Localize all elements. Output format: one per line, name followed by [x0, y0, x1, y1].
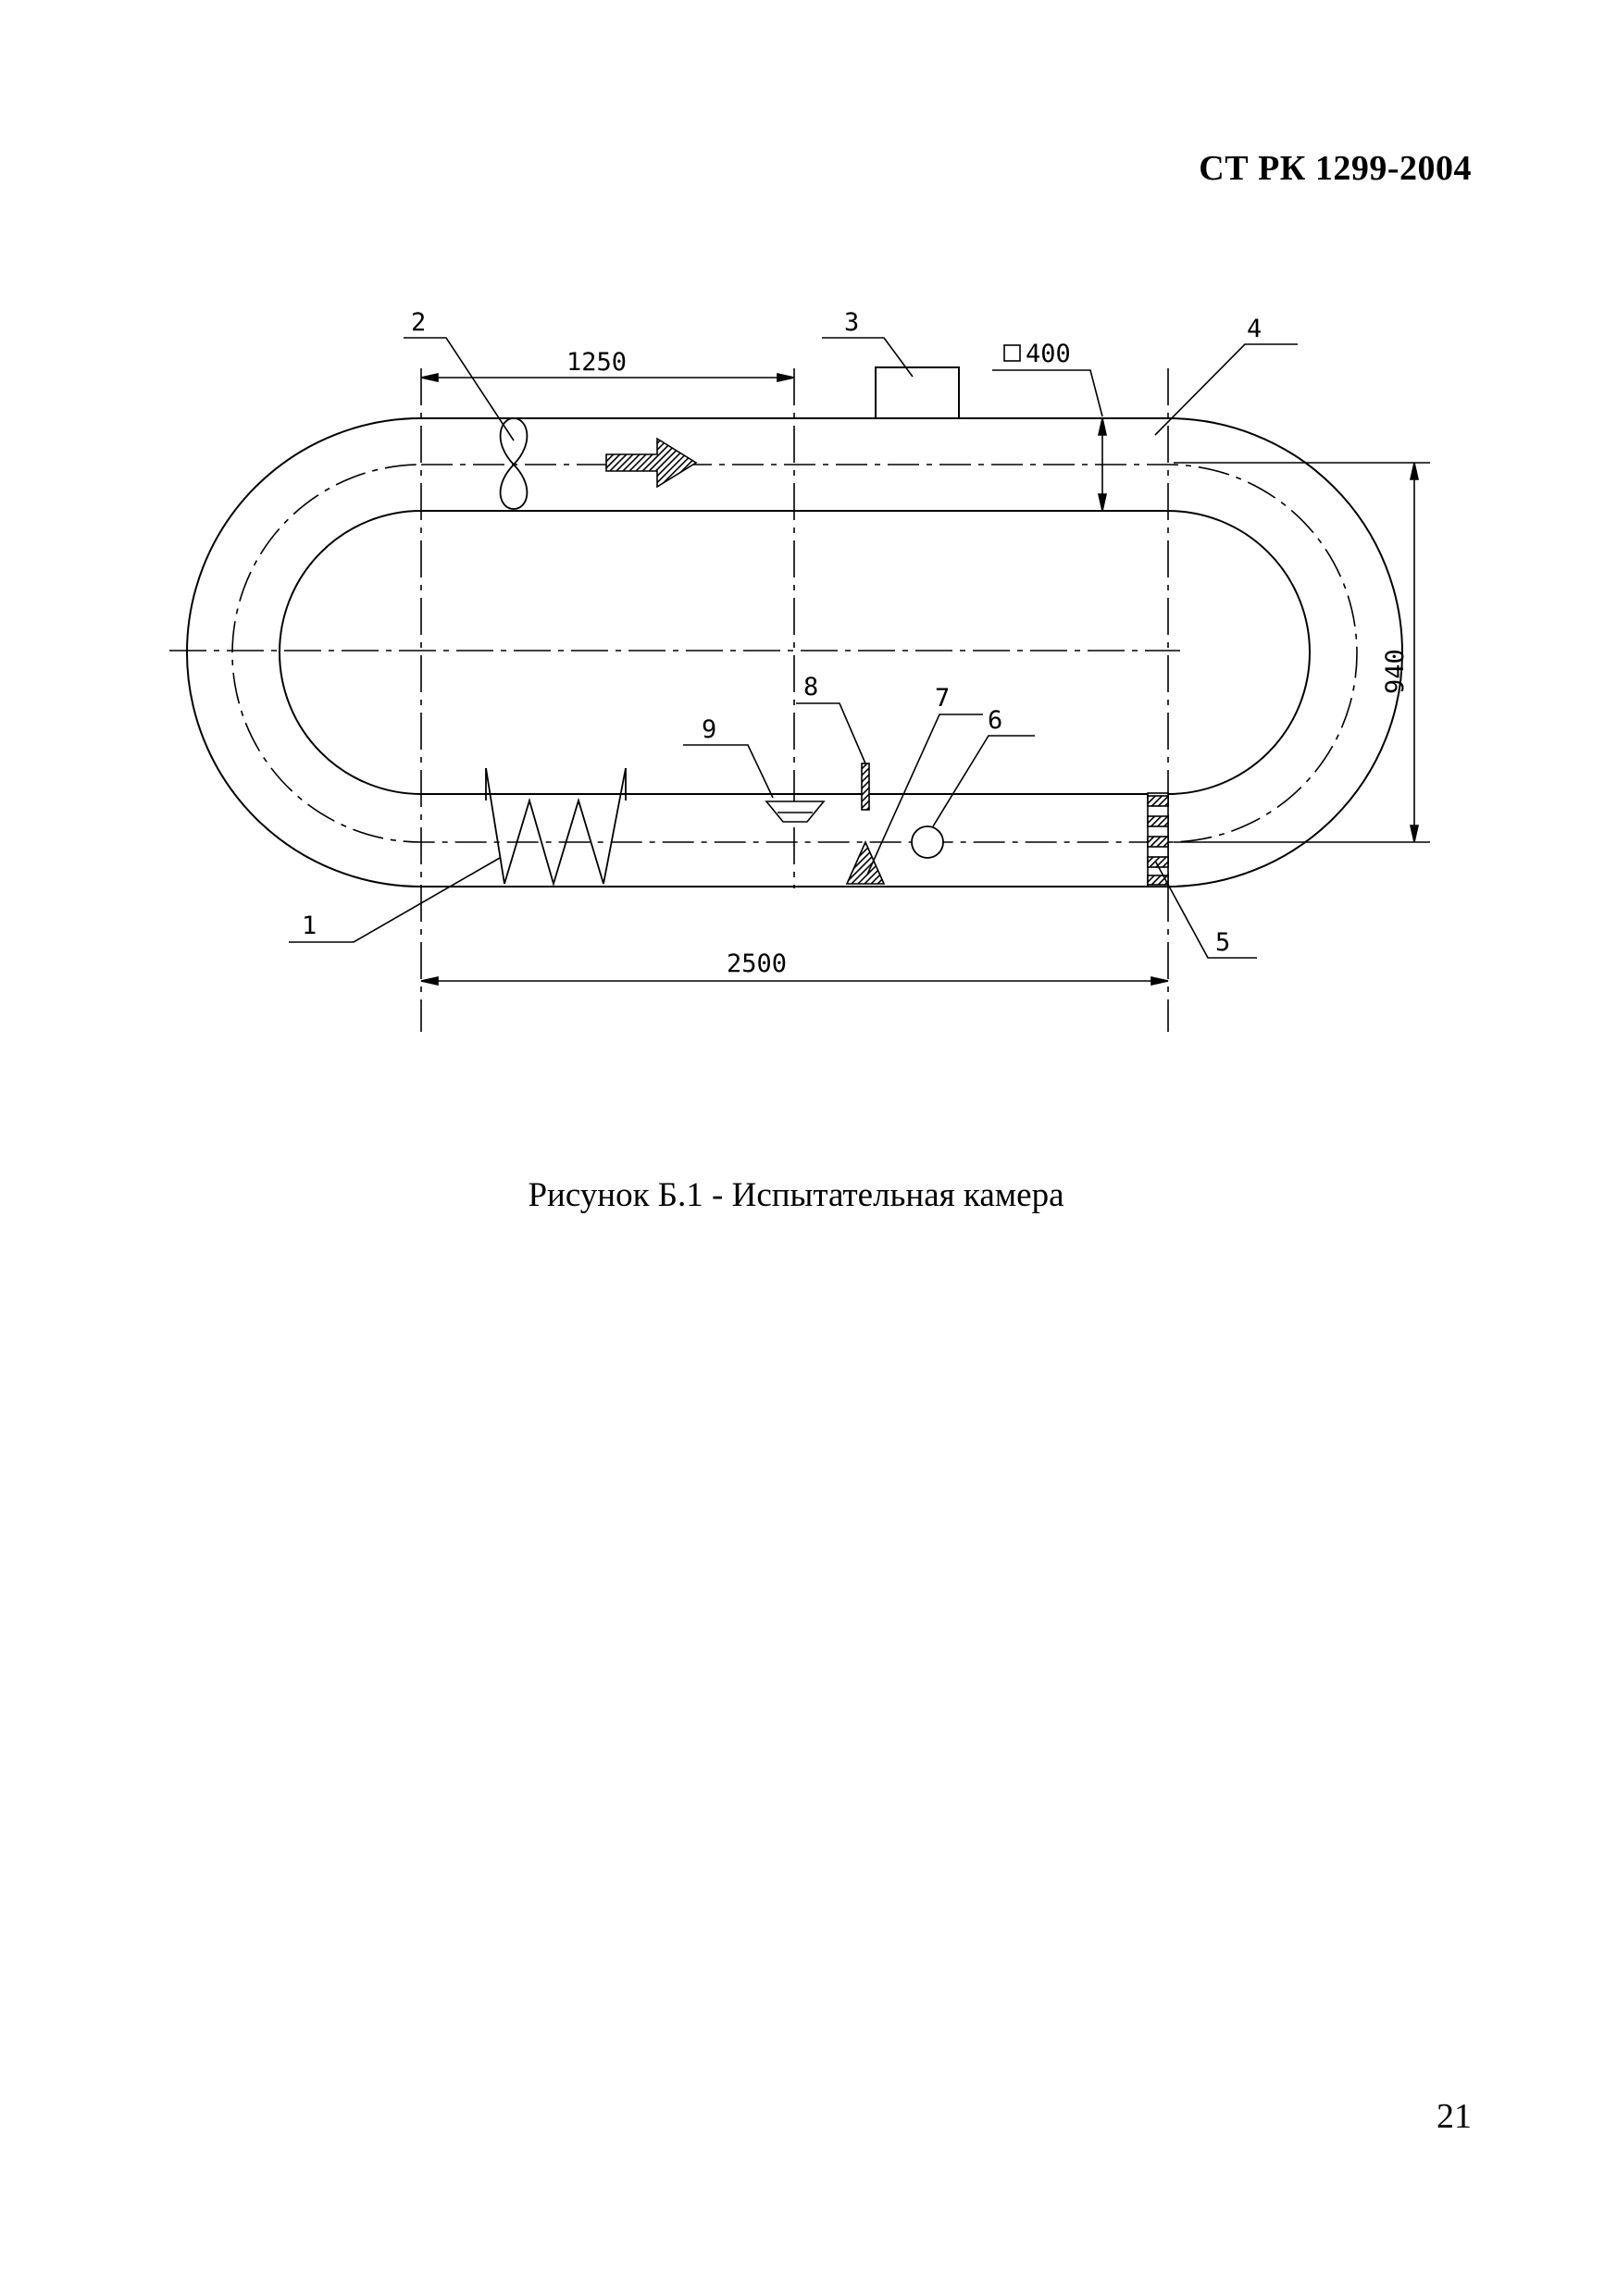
- label-4: 4: [1247, 315, 1262, 343]
- figure-caption: Рисунок Б.1 - Испытательная камера: [528, 1176, 1064, 1214]
- flow-direction-arrow-icon: [605, 437, 698, 489]
- component-6-circle: [911, 825, 944, 859]
- component-3-box: [875, 366, 960, 419]
- dimension-1250: 1250: [566, 348, 627, 377]
- dimension-400: 400: [1026, 340, 1071, 368]
- label-8: 8: [803, 673, 818, 701]
- label-2: 2: [411, 308, 426, 337]
- heater-coil-icon: [485, 767, 627, 887]
- dimension-940: 940: [1381, 649, 1410, 694]
- document-code: СТ РК 1299-2004: [1199, 149, 1472, 188]
- label-9: 9: [702, 715, 716, 744]
- component-8-bar: [861, 763, 870, 811]
- label-6: 6: [988, 706, 1002, 735]
- component-9-trapezoid: [765, 800, 826, 823]
- label-5: 5: [1215, 928, 1230, 957]
- label-1: 1: [302, 912, 317, 940]
- page-number: 21: [1437, 2097, 1472, 2136]
- fan-icon: [499, 417, 529, 510]
- component-5-grille: [1147, 792, 1169, 887]
- label-7: 7: [935, 684, 950, 713]
- test-chamber-diagram: 1250 2500 400 940 3 4 2 1 9: [0, 0, 1617, 1111]
- label-3: 3: [844, 308, 859, 337]
- dimension-2500: 2500: [727, 949, 787, 978]
- square-section-icon: [1003, 344, 1021, 362]
- component-7-triangle: [845, 840, 886, 885]
